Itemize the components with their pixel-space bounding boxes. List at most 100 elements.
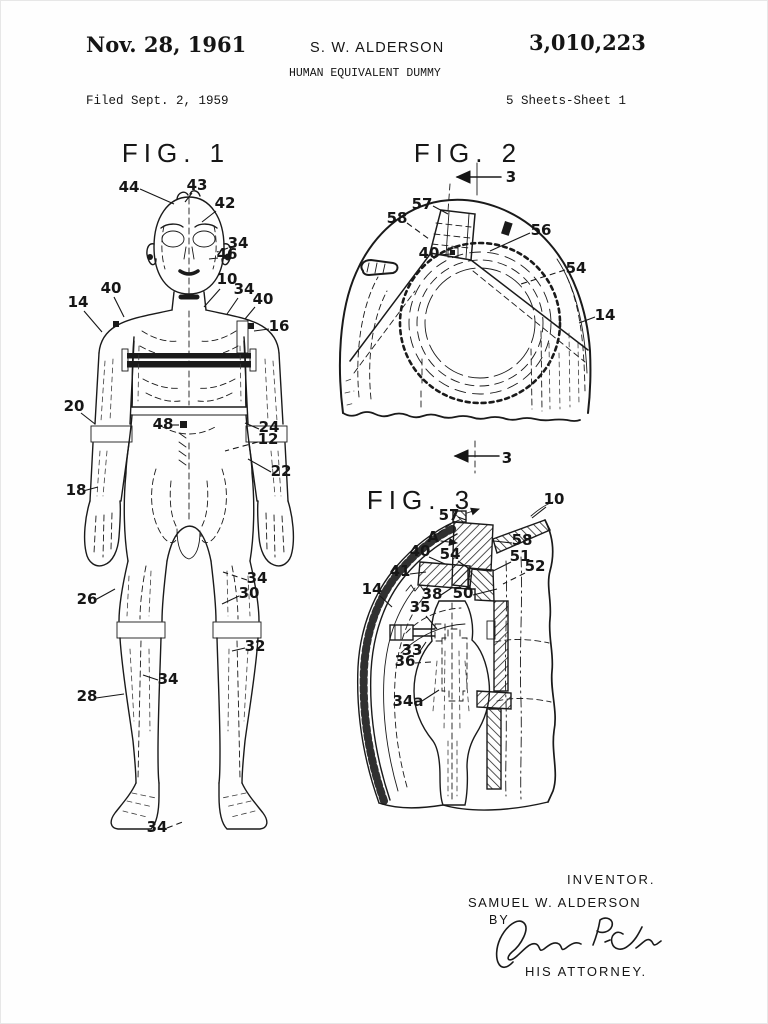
leader-line [203,288,221,308]
ref-numeral-34: 34 [234,280,255,298]
leader-line [226,297,239,315]
leader-line [201,210,217,223]
leader-line [438,253,452,256]
by-label: BY [489,913,510,927]
leader-line [82,486,99,492]
leader-line [95,693,125,699]
ref-numeral-20: 20 [64,397,85,415]
ref-numeral-24: 24 [259,418,280,436]
leader-line [244,422,260,430]
ref-numeral-14: 14 [362,580,383,598]
ref-numeral-34: 34 [228,234,249,252]
leader-line [440,586,454,596]
leader-line [493,540,513,544]
ref-numeral-A: A [427,528,439,546]
ref-numeral-57: 57 [439,506,460,524]
fig3-drawing [356,501,557,811]
fig2-title: FIG. 2 [414,138,522,168]
ref-numeral-52: 52 [525,557,546,575]
leader-line [428,556,446,565]
leader-line [244,306,256,320]
ref-numeral-30: 30 [239,584,260,602]
leader-line [222,571,248,581]
ref-numeral-16: 16 [269,317,290,335]
leader-line [492,561,512,572]
ref-numeral-51: 51 [510,547,531,565]
ref-numeral-14: 14 [595,306,616,324]
ref-numeral-35: 35 [410,598,431,616]
ref-numeral-58: 58 [512,531,533,549]
patent-title: HUMAN EQUIVALENT DUMMY [289,67,441,80]
leader-line [80,412,96,425]
leader-line [142,674,159,681]
fig2-drawing [338,162,592,474]
attorney-signature [495,917,662,969]
ref-numeral-34a: 34a [393,692,424,710]
ref-numeral-22: 22 [271,462,292,480]
ref-numeral-10: 10 [217,270,238,288]
ref-numeral-14: 14 [68,293,89,311]
ref-numeral-12: 12 [258,430,279,448]
leader-line [208,257,219,260]
leader-line [425,615,438,630]
fig3-title: FIG. 3 [367,485,475,515]
leader-line [409,571,427,575]
leader-line [406,222,430,240]
leader-line [419,641,427,652]
leader-line [139,188,175,205]
inventor-header: S. W. ALDERSON [310,40,445,56]
ref-numeral-34: 34 [147,818,168,836]
leader-line [520,269,566,285]
ref-numeral-48: 48 [153,415,174,433]
leader-line [457,560,469,569]
leader-line [489,232,531,252]
leader-line [472,588,498,596]
leader-line [502,572,526,585]
ref-numeral-10: 10 [544,490,565,508]
ref-numeral-36: 36 [395,652,416,670]
ref-numeral-42: 42 [215,194,236,212]
ref-numeral-50: 50 [453,584,474,602]
leader-line [94,588,116,601]
leader-line [432,205,449,215]
sheet-info: 5 Sheets-Sheet 1 [506,94,627,108]
filed-date: Filed Sept. 2, 1959 [86,94,229,108]
leader-line [184,192,193,203]
ref-numeral-41: 41 [390,562,411,580]
leader-line [247,458,272,473]
ref-numeral-56: 56 [531,221,552,239]
leader-line [216,247,229,253]
ref-numeral-3: 3 [506,168,516,186]
ref-numeral-43: 43 [187,176,208,194]
ref-numeral-40: 40 [101,279,122,297]
leader-line [531,506,547,519]
ref-numeral-28: 28 [77,687,98,705]
ref-numeral-32: 32 [245,637,266,655]
ref-numeral-26: 26 [77,590,98,608]
ref-numeral-57: 57 [412,195,433,213]
leader-line [578,316,596,324]
ref-numeral-40: 40 [253,290,274,308]
ref-numeral-34: 34 [247,569,268,587]
ref-numeral-46: 46 [217,245,238,263]
ref-numeral-40: 40 [419,244,440,262]
fig1-title: FIG. 1 [122,138,230,168]
leader-line [224,441,259,452]
leader-line [457,516,467,521]
leader-line [414,661,432,664]
ref-numeral-44: 44 [119,178,140,196]
patent-date: Nov. 28, 1961 [86,32,247,57]
inventor-caption: INVENTOR. [567,872,656,887]
attorney-caption: HIS ATTORNEY. [525,964,648,979]
ref-numeral-54: 54 [440,545,461,563]
leader-line [166,820,186,829]
inventor-name: SAMUEL W. ALDERSON [468,895,642,910]
ref-numeral-18: 18 [66,481,87,499]
ref-numeral-3: 3 [502,449,512,467]
ref-numeral-38: 38 [422,585,443,603]
ref-numeral-58: 58 [387,209,408,227]
